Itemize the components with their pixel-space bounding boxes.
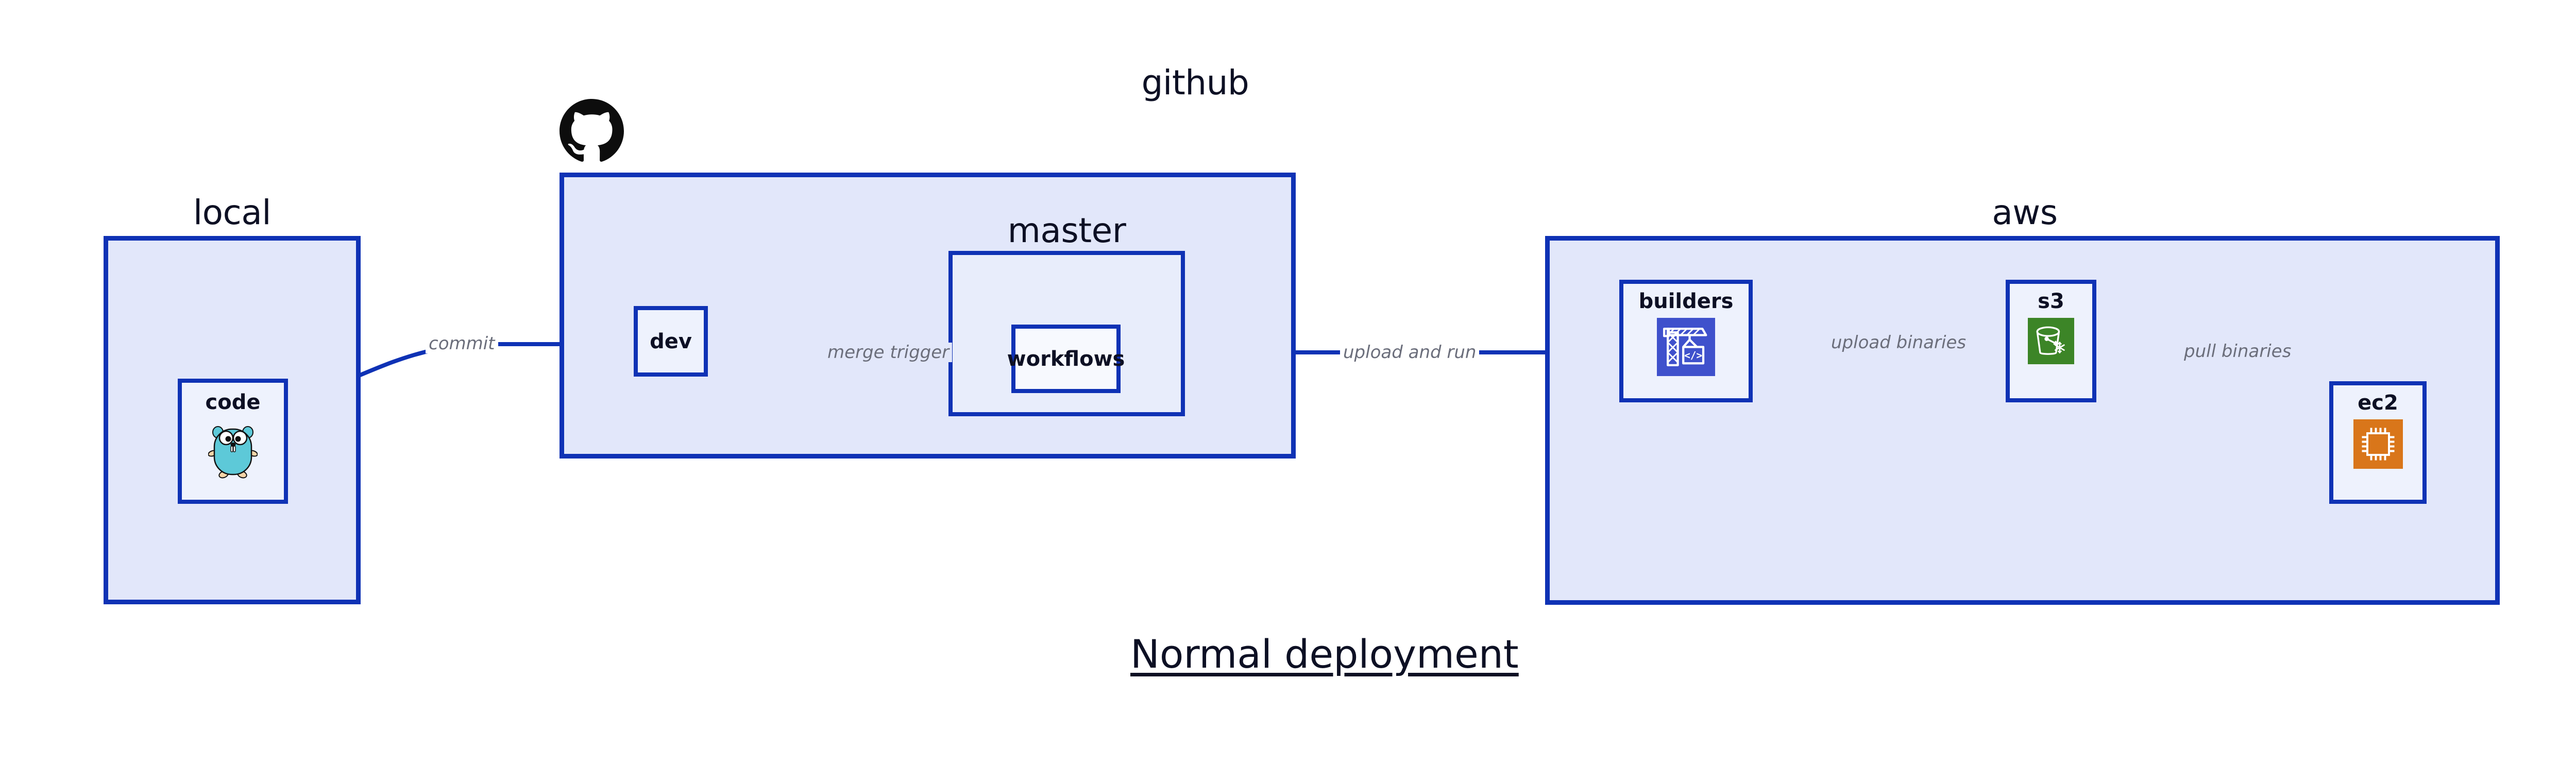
node-code-label: code: [205, 390, 261, 414]
edge-label-upload-and-run: upload and run: [1340, 343, 1480, 362]
group-local: [104, 236, 361, 604]
diagram-caption: Normal deployment: [1130, 631, 1519, 677]
node-ec2-label: ec2: [2358, 391, 2398, 415]
node-dev-label: dev: [650, 329, 692, 353]
node-s3-label: s3: [2038, 290, 2064, 313]
group-label-local: local: [193, 193, 272, 232]
group-label-aws: aws: [1992, 193, 2058, 232]
svg-text:</>: </>: [1684, 349, 1702, 361]
node-dev[interactable]: dev: [634, 306, 708, 377]
crane-icon: </>: [1657, 318, 1715, 378]
node-builders-label: builders: [1638, 290, 1734, 313]
edge-label-merge-trigger: merge trigger: [824, 343, 953, 362]
go-gopher-icon: [208, 421, 258, 481]
node-s3[interactable]: s3: [2006, 280, 2096, 402]
edge-label-upload-binaries: upload binaries: [1828, 333, 1970, 352]
node-workflows-label: workflows: [1007, 347, 1125, 371]
s3-bucket-icon: [2028, 318, 2074, 366]
edge-label-pull-binaries: pull binaries: [2181, 342, 2295, 361]
node-code[interactable]: code: [178, 379, 288, 504]
group-label-github: github: [1141, 63, 1249, 103]
edge-label-commit: commit: [426, 334, 498, 353]
group-label-master: master: [1007, 211, 1126, 250]
node-builders[interactable]: builders </>: [1619, 280, 1753, 402]
node-workflows[interactable]: workflows: [1007, 325, 1125, 393]
node-ec2[interactable]: ec2: [2329, 381, 2427, 504]
github-mark-icon: [560, 99, 624, 163]
cpu-chip-icon: [2353, 419, 2403, 471]
